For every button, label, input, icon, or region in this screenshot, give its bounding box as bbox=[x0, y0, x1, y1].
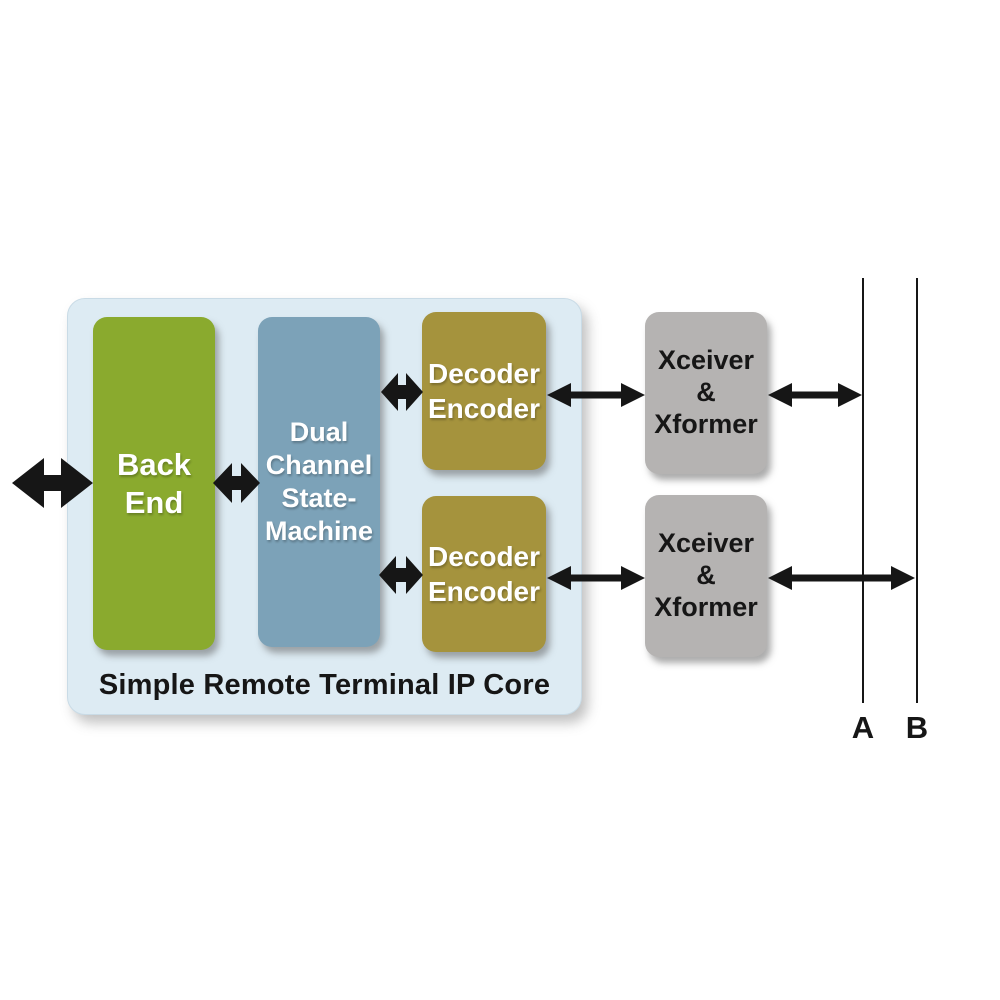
block-label-line: State- bbox=[281, 483, 357, 513]
dual-channel-state-machine-block: Dual Channel State- Machine bbox=[258, 317, 380, 647]
decoder-xceiver-bottom-arrow-icon bbox=[547, 566, 645, 590]
block-label-line: Channel bbox=[265, 450, 373, 481]
block-label-line: End bbox=[124, 484, 184, 520]
block-label-line: Decoder bbox=[427, 541, 541, 572]
block-label-line: Encoder bbox=[427, 576, 541, 607]
back-end-block: Back End bbox=[93, 317, 215, 650]
block-label-line: Back bbox=[116, 446, 192, 482]
decoder-encoder-bottom-block: Decoder Encoder bbox=[422, 496, 546, 652]
block-label-line: & bbox=[696, 560, 716, 591]
block-label-line: Machine bbox=[264, 515, 374, 546]
block-label-line: Encoder bbox=[427, 393, 541, 424]
decoder-encoder-top-block: Decoder Encoder bbox=[422, 312, 546, 470]
block-label-line: Xformer bbox=[654, 408, 758, 439]
statemachine-decoder-top-arrow-icon bbox=[381, 373, 423, 411]
xceiver-bottom-bus-b-arrow-icon bbox=[768, 566, 915, 590]
xceiver-xformer-bottom-block: Xceiver & Xformer bbox=[645, 495, 767, 657]
xceiver-top-bus-a-arrow-icon bbox=[768, 383, 862, 407]
bus-a-label: A bbox=[851, 710, 875, 745]
ip-core-label: Simple Remote Terminal IP Core bbox=[98, 669, 551, 701]
statemachine-decoder-bottom-arrow-icon bbox=[379, 556, 423, 594]
block-label-line: Dual bbox=[289, 417, 349, 448]
decoder-xceiver-top-arrow-icon bbox=[547, 383, 645, 407]
bus-b-label: B bbox=[905, 710, 929, 745]
block-label-line: Xceiver bbox=[657, 345, 755, 376]
block-label-line: Xceiver bbox=[657, 528, 755, 559]
block-label-line: Decoder bbox=[427, 358, 541, 389]
host-bidirectional-arrow-icon bbox=[12, 458, 93, 508]
xceiver-xformer-top-block: Xceiver & Xformer bbox=[645, 312, 767, 474]
block-label-line: Xformer bbox=[654, 591, 758, 622]
backend-statemachine-arrow-icon bbox=[213, 463, 260, 503]
block-label-line: & bbox=[696, 377, 716, 408]
